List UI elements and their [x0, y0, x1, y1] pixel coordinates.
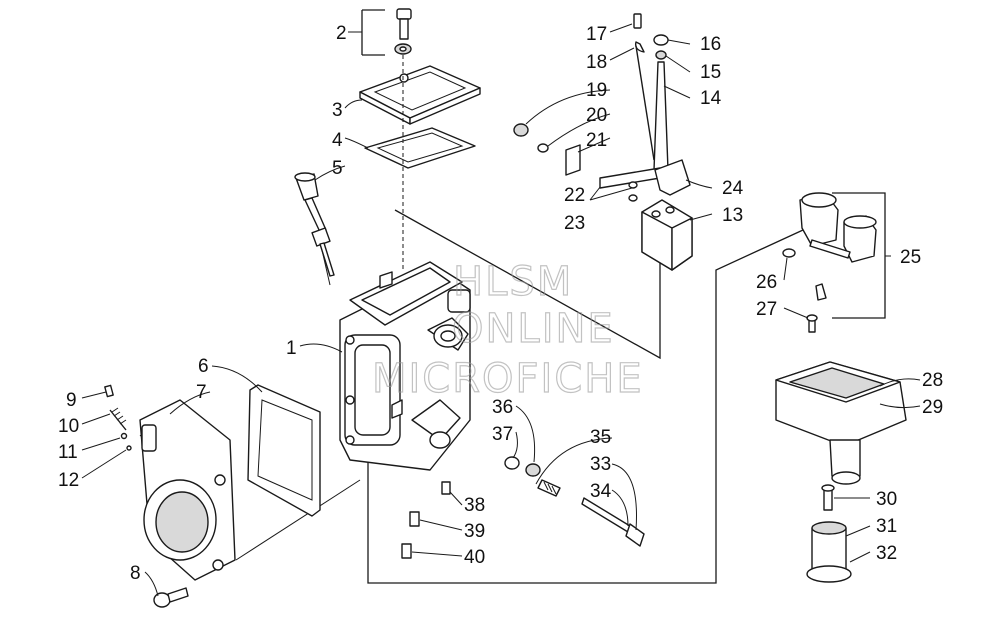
callout-27: 27: [756, 299, 777, 320]
callout-12: 12: [58, 470, 79, 491]
callout-2: 2: [336, 23, 347, 44]
callout-39: 39: [464, 521, 485, 542]
float-bowl: [775, 361, 907, 485]
callout-38: 38: [464, 495, 485, 516]
top-screw: [394, 8, 412, 55]
callout-9: 9: [66, 390, 77, 411]
callout-7: 7: [196, 382, 207, 403]
callout-34: 34: [590, 481, 612, 502]
callout-26: 26: [756, 272, 777, 293]
callout-13: 13: [722, 205, 743, 226]
body-screws: [401, 481, 451, 559]
adjuster-screw: [294, 172, 335, 277]
throttle-slide: [641, 199, 693, 271]
mixture-screw-parts: [504, 456, 645, 547]
callout-15: 15: [700, 62, 721, 83]
callout-18: 18: [586, 52, 607, 73]
callout-1: 1: [286, 338, 297, 359]
callout-33: 33: [590, 454, 611, 475]
leader-lines: [81, 23, 921, 597]
callout-23: 23: [564, 213, 585, 234]
callout-10: 10: [58, 416, 79, 437]
callout-30: 30: [876, 489, 897, 510]
callout-29: 29: [922, 397, 943, 418]
throttle-linkage-parts: [513, 123, 691, 202]
callout-22: 22: [564, 185, 585, 206]
top-cover-plate: [359, 65, 481, 125]
callout-labels: 2 3 4 5 1 6 7 8 9 10 11 12 13 14 15 16 1…: [58, 23, 943, 584]
watermark-line-1: HLSM: [453, 259, 573, 305]
callout-32: 32: [876, 543, 897, 564]
callout-14: 14: [700, 88, 722, 109]
drain-parts: [806, 484, 852, 583]
callout-17: 17: [586, 24, 607, 45]
callout-21: 21: [586, 130, 607, 151]
callout-8: 8: [130, 563, 141, 584]
callout-25: 25: [900, 247, 921, 268]
callout-37: 37: [492, 424, 513, 445]
float-assembly: [782, 192, 877, 333]
callout-28: 28: [922, 370, 943, 391]
callout-35: 35: [590, 427, 611, 448]
jet-needle-parts: [633, 13, 669, 176]
callout-6: 6: [198, 356, 209, 377]
callout-20: 20: [586, 105, 607, 126]
watermark-line-2: ONLINE: [452, 306, 615, 352]
callout-36: 36: [492, 397, 513, 418]
callout-40: 40: [464, 547, 485, 568]
flange-screw: [153, 587, 189, 608]
callout-31: 31: [876, 516, 897, 537]
idle-screw-parts: [104, 384, 132, 451]
watermark: HLSM ONLINE MICROFICHE: [371, 258, 644, 402]
callout-11: 11: [58, 442, 78, 463]
cover-gasket: [364, 127, 476, 169]
carburetor-body: [339, 261, 471, 471]
body-gasket: [247, 384, 321, 517]
intake-flange: [139, 399, 236, 581]
watermark-line-3: MICROFICHE: [372, 356, 644, 402]
callout-16: 16: [700, 34, 721, 55]
callout-5: 5: [332, 158, 343, 179]
callout-24: 24: [722, 178, 744, 199]
callout-4: 4: [332, 130, 343, 151]
callout-19: 19: [586, 80, 607, 101]
callout-3: 3: [332, 100, 343, 121]
